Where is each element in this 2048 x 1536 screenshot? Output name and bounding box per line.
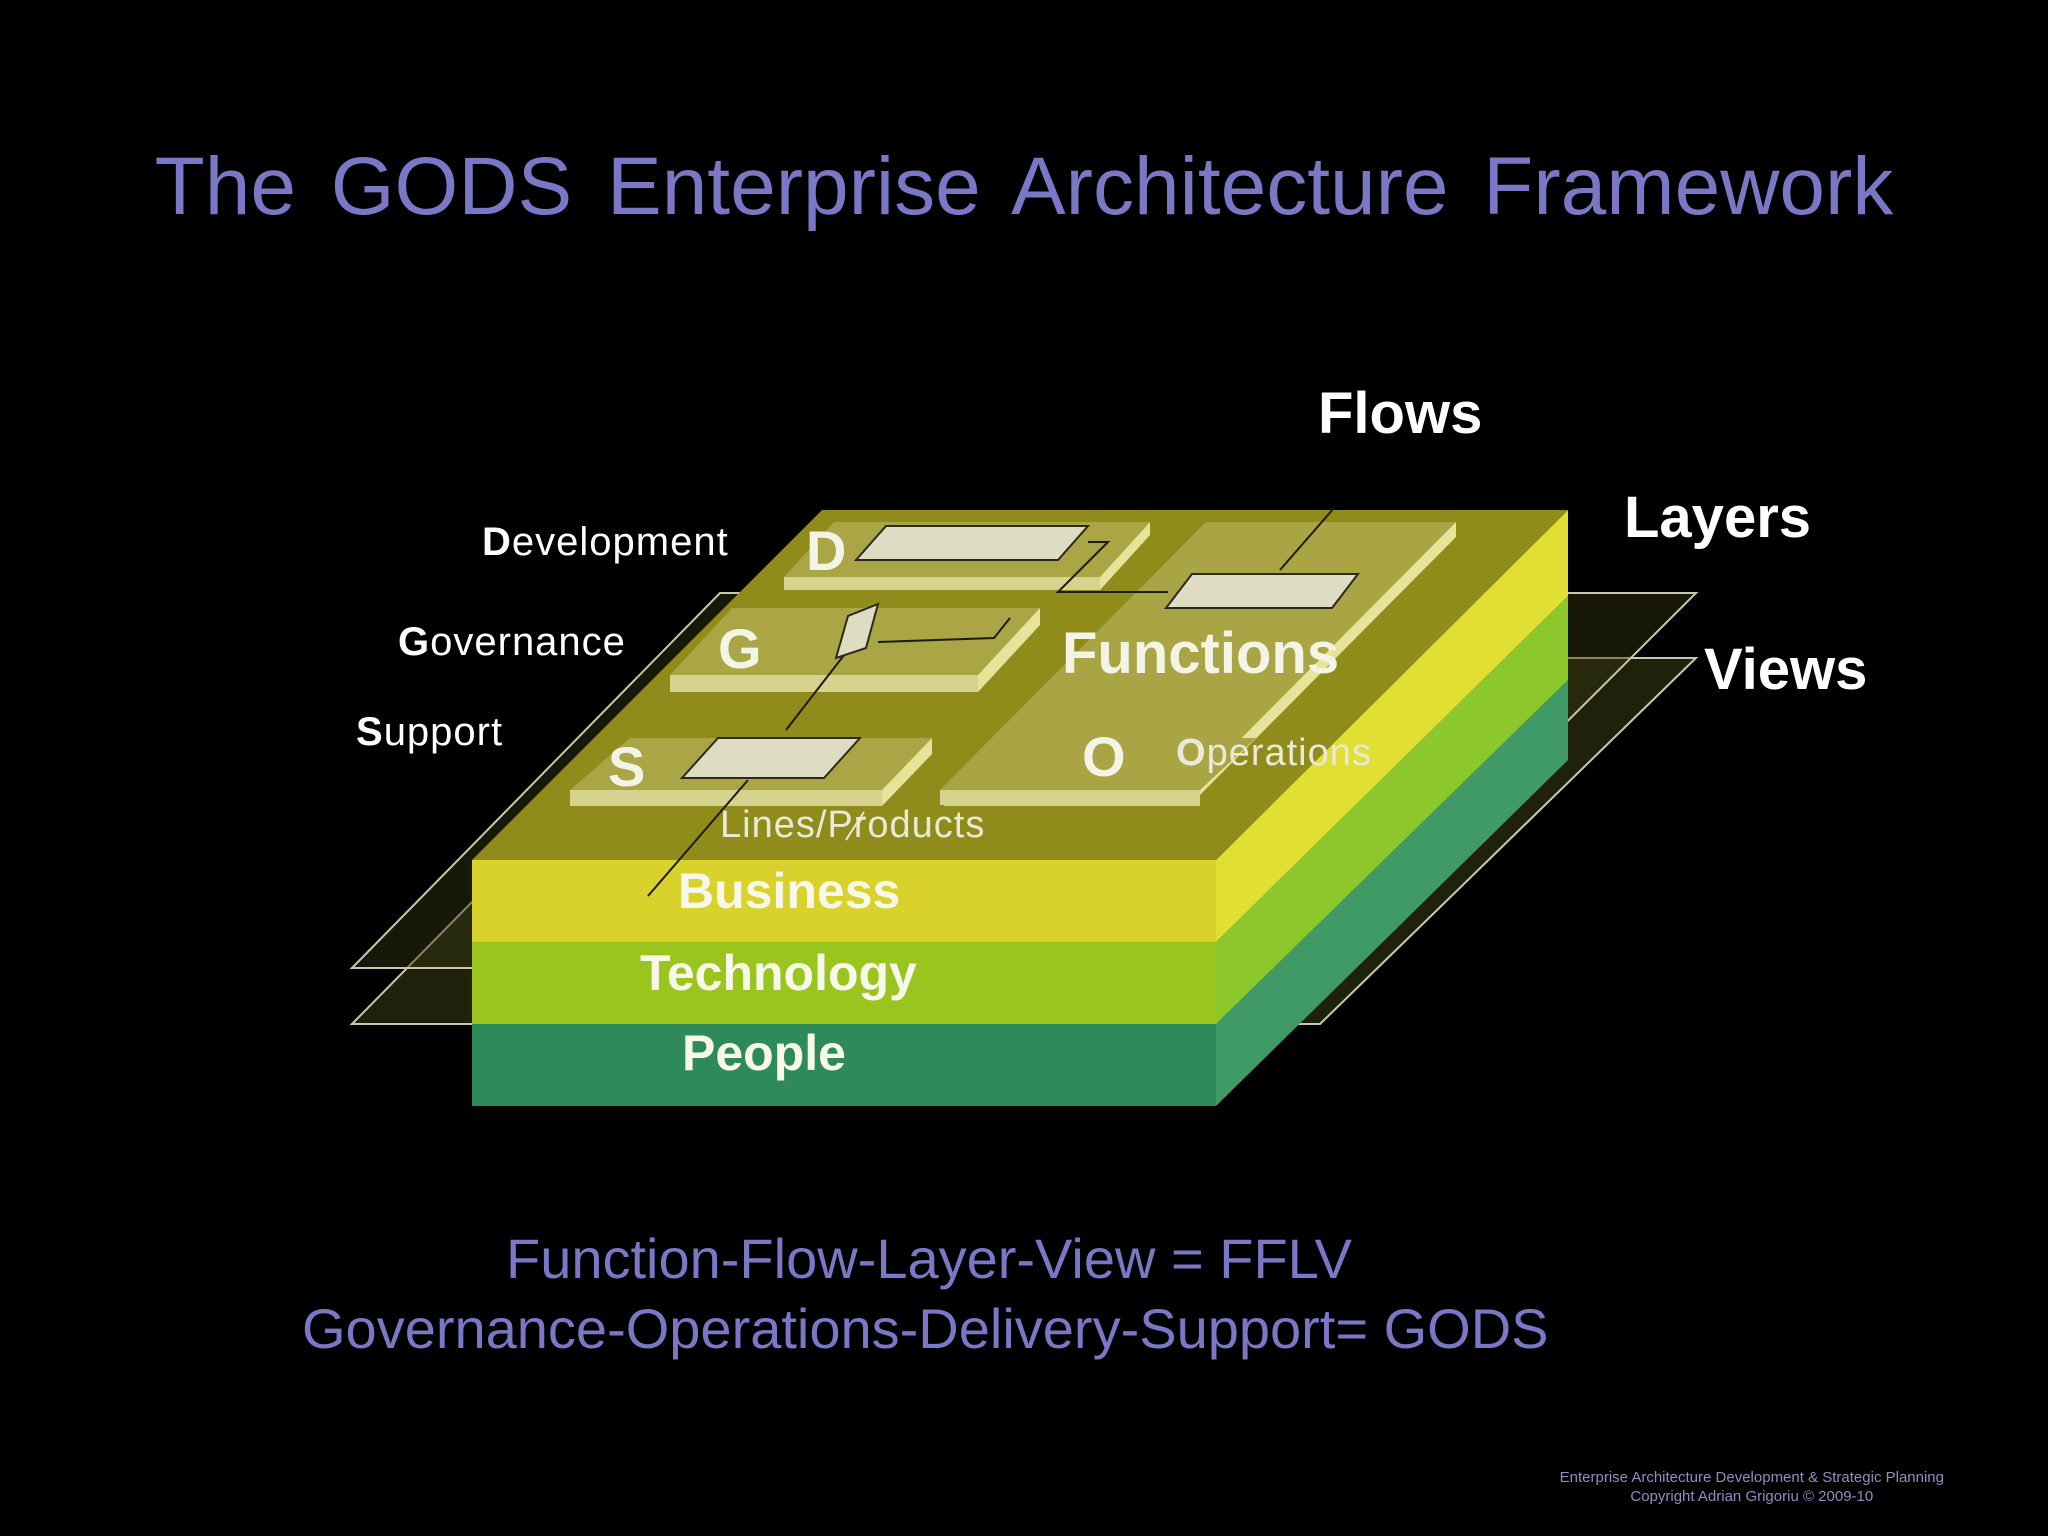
footer-line-2: Copyright Adrian Grigoriu © 2009-10	[1630, 1488, 1874, 1505]
business-layer-front	[472, 860, 1216, 942]
flow-box-development	[853, 525, 1091, 561]
label-governance-rest: overnance	[430, 620, 626, 664]
label-governance: Governance	[398, 620, 626, 665]
tile-operations	[944, 738, 1256, 806]
axis-label-views: Views	[1704, 637, 1868, 702]
label-support-rest: upport	[383, 710, 504, 754]
label-development: Development	[482, 520, 729, 565]
formula-gods: Governance-Operations-Delivery-Support= …	[302, 1297, 1549, 1360]
tile-letter-o: O	[1082, 725, 1126, 788]
tile-label-operations-initial: O	[1176, 732, 1207, 774]
flow-box-support	[679, 737, 863, 779]
technology-layer-front	[472, 942, 1216, 1024]
tile-label-functions: Functions	[1062, 621, 1340, 686]
technology-layer-side	[1216, 596, 1568, 1024]
label-support-initial: S	[356, 710, 384, 754]
footer-copyright: Enterprise Architecture Development & St…	[1560, 1468, 1944, 1506]
formula-fflv: Function-Flow-Layer-View = FFLV	[506, 1227, 1352, 1290]
layer-label-people: People	[682, 1025, 846, 1081]
lines-products-divider	[845, 811, 865, 841]
people-layer-front	[472, 1024, 1216, 1106]
flow-box-functions	[1163, 573, 1361, 609]
label-governance-initial: G	[398, 620, 431, 664]
tile-label-operations: Operations	[1176, 732, 1372, 775]
label-development-rest: evelopment	[511, 520, 729, 564]
slide-title: The GODS Enterprise Architecture Framewo…	[154, 141, 1894, 232]
footer-line-1: Enterprise Architecture Development & St…	[1559, 1469, 1944, 1486]
business-layer-side	[1216, 510, 1568, 942]
layer-label-technology: Technology	[640, 945, 917, 1001]
tile-letter-g: G	[718, 617, 762, 680]
axis-label-flows: Flows	[1318, 381, 1483, 446]
label-lines-products: Lines/Products	[720, 804, 986, 846]
tile-letter-d: D	[806, 519, 847, 582]
tile-label-operations-rest: perations	[1206, 732, 1372, 774]
label-support: Support	[356, 710, 503, 755]
flow-box-governance	[834, 602, 880, 660]
tile-letter-s: S	[608, 735, 646, 798]
label-development-initial: D	[482, 520, 512, 564]
layer-label-business: Business	[678, 863, 901, 919]
axis-label-layers: Layers	[1624, 485, 1812, 550]
people-layer-side	[1216, 680, 1568, 1106]
flow-lines	[647, 507, 1335, 897]
